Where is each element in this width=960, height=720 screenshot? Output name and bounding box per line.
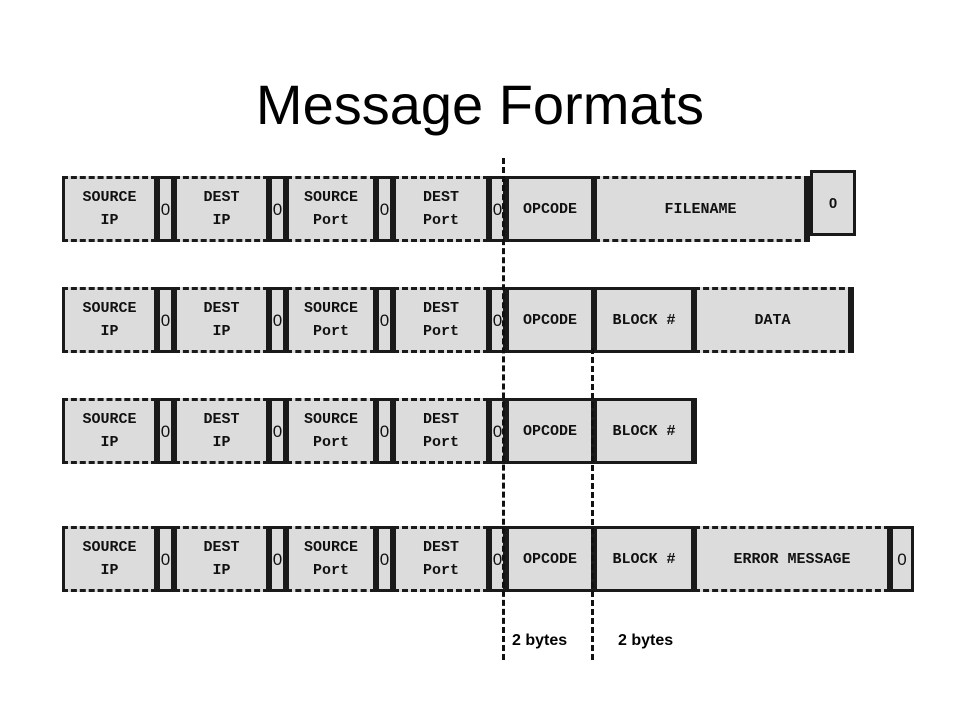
- source-port-field: SOURCE Port: [286, 176, 376, 242]
- zero-byte: 0: [157, 526, 174, 592]
- opcode-field: OPCODE: [506, 526, 594, 592]
- block-number-field: BLOCK #: [594, 398, 697, 464]
- filename-field: FILENAME: [594, 176, 810, 242]
- trailing-zero-byte: 0: [890, 526, 914, 592]
- source-ip-field: SOURCE IP: [62, 526, 157, 592]
- source-port-field: SOURCE Port: [286, 398, 376, 464]
- dest-ip-field: DEST IP: [174, 176, 269, 242]
- opcode-field: OPCODE: [506, 176, 594, 242]
- source-port-field: SOURCE Port: [286, 526, 376, 592]
- zero-byte: 0: [157, 176, 174, 242]
- dest-port-field: DEST Port: [393, 176, 489, 242]
- dest-ip-field: DEST IP: [174, 398, 269, 464]
- error-message-field: ERROR MESSAGE: [694, 526, 890, 592]
- zero-byte: 0: [376, 398, 393, 464]
- source-ip-field: SOURCE IP: [62, 287, 157, 353]
- zero-byte: 0: [376, 287, 393, 353]
- block-number-field: BLOCK #: [594, 287, 694, 353]
- zero-byte: 0: [269, 398, 286, 464]
- zero-byte: 0: [269, 287, 286, 353]
- message-format-error: SOURCE IP 0 DEST IP 0 SOURCE Port 0 DEST…: [62, 526, 922, 598]
- dest-ip-field: DEST IP: [174, 287, 269, 353]
- block-number-field: BLOCK #: [594, 526, 694, 592]
- data-field: DATA: [694, 287, 854, 353]
- zero-byte: 0: [269, 526, 286, 592]
- source-ip-field: SOURCE IP: [62, 176, 157, 242]
- trailing-zero-byte: 0: [810, 170, 856, 236]
- zero-byte: 0: [376, 526, 393, 592]
- block-size-label: 2 bytes: [618, 632, 674, 649]
- zero-byte: 0: [157, 287, 174, 353]
- opcode-field: OPCODE: [506, 398, 594, 464]
- source-port-field: SOURCE Port: [286, 287, 376, 353]
- zero-byte: 0: [376, 176, 393, 242]
- dest-port-field: DEST Port: [393, 526, 489, 592]
- dest-port-field: DEST Port: [393, 287, 489, 353]
- opcode-boundary-line: [502, 158, 505, 660]
- zero-byte: 0: [157, 398, 174, 464]
- block-boundary-line: [591, 348, 594, 660]
- opcode-field: OPCODE: [506, 287, 594, 353]
- message-format-request: SOURCE IP 0 DEST IP 0 SOURCE Port 0 DEST…: [62, 170, 862, 248]
- page-title: Message Formats: [255, 73, 705, 136]
- source-ip-field: SOURCE IP: [62, 398, 157, 464]
- zero-byte: 0: [269, 176, 286, 242]
- dest-port-field: DEST Port: [393, 398, 489, 464]
- dest-ip-field: DEST IP: [174, 526, 269, 592]
- message-format-ack: SOURCE IP 0 DEST IP 0 SOURCE Port 0 DEST…: [62, 398, 862, 470]
- opcode-size-label: 2 bytes: [512, 632, 568, 649]
- message-format-data: SOURCE IP 0 DEST IP 0 SOURCE Port 0 DEST…: [62, 287, 862, 359]
